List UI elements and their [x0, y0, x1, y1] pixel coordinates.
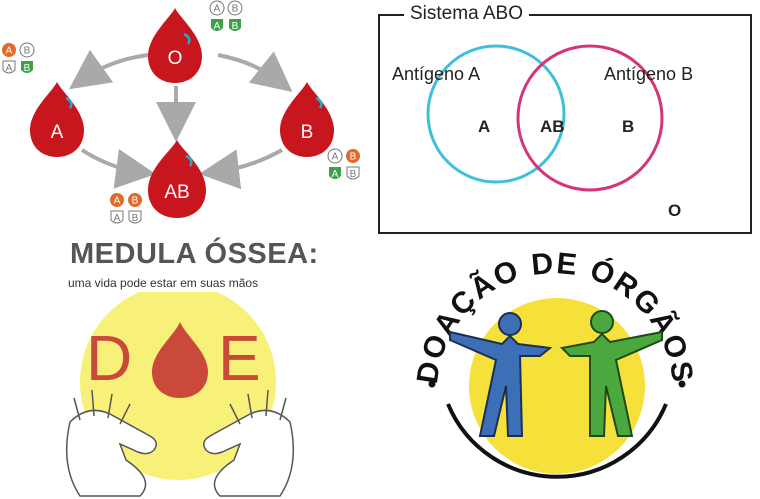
svg-text:A: A	[332, 169, 339, 180]
organ-donation-logo: DOAÇÃO DE ÓRGÃOS	[410, 236, 700, 499]
badges-a: A B A B	[2, 43, 34, 74]
svg-text:A: A	[114, 213, 121, 224]
medula-title: MEDULA ÓSSEA:	[70, 238, 319, 271]
arrow-b-to-ab	[215, 150, 282, 172]
blood-drop-b: B	[280, 82, 334, 157]
drop-label-b: B	[301, 122, 314, 143]
doe-illustration: D E	[60, 292, 300, 499]
arrow-o-to-b	[218, 55, 280, 82]
doe-letter-d: D	[86, 322, 132, 394]
svg-text:A: A	[332, 152, 339, 163]
arrow-o-to-a	[82, 55, 148, 80]
region-a: A	[478, 117, 490, 136]
antigen-b-label: Antígeno B	[604, 64, 693, 84]
svg-text:B: B	[350, 169, 357, 180]
dot-left	[429, 381, 436, 388]
blood-donation-diagram: O A B A B A A B A B B A B A B AB A B A	[0, 0, 380, 230]
blood-drop-o: O	[148, 8, 202, 83]
svg-text:A: A	[6, 63, 13, 74]
svg-text:B: B	[24, 63, 31, 74]
svg-text:A: A	[214, 4, 221, 15]
blood-drop-a: A	[30, 82, 84, 157]
svg-text:A: A	[214, 21, 221, 32]
svg-text:B: B	[232, 21, 239, 32]
svg-text:A: A	[114, 196, 121, 207]
region-o: O	[668, 201, 681, 220]
venn-diagram: Antígeno A Antígeno B A AB B O	[378, 14, 750, 232]
drop-label-ab: AB	[164, 182, 189, 203]
doe-letter-e: E	[218, 322, 261, 394]
svg-text:B: B	[132, 196, 139, 207]
medula-subtitle: uma vida pode estar em suas mãos	[68, 276, 258, 290]
svg-text:B: B	[24, 46, 31, 57]
region-ab: AB	[540, 117, 565, 136]
dot-right	[679, 381, 686, 388]
arrow-a-to-ab	[82, 150, 140, 172]
drop-label-o: O	[168, 48, 183, 69]
drop-label-a: A	[51, 122, 64, 143]
svg-text:B: B	[350, 152, 357, 163]
badges-o: A B A B	[210, 1, 242, 32]
svg-text:A: A	[6, 46, 13, 57]
blood-drop-ab: AB	[148, 140, 206, 218]
svg-text:B: B	[232, 4, 239, 15]
svg-text:B: B	[132, 213, 139, 224]
region-b: B	[622, 117, 634, 136]
badges-ab: A B A B	[110, 193, 142, 224]
badges-b: A B A B	[328, 149, 360, 180]
antigen-a-label: Antígeno A	[392, 64, 480, 84]
